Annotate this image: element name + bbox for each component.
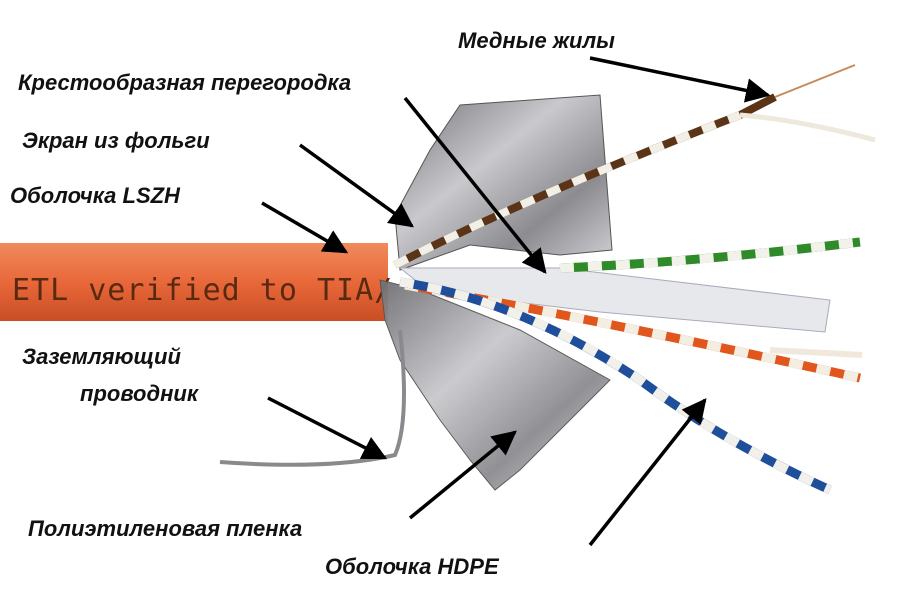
label-drain-wire-line1: Заземляющий: [22, 344, 181, 369]
cable-print: ETL verified to TIA/: [12, 273, 393, 308]
twisted-pair-blue: [399, 277, 832, 495]
arrow-drain-wire: [267, 396, 388, 460]
arrow-hdpe: [588, 398, 707, 547]
callout-arrows: [261, 56, 771, 547]
twisted-pair-green: [559, 237, 861, 273]
twisted-pair-brown: [393, 64, 876, 269]
foil-shield: [394, 94, 613, 271]
foil-shield-lower: [379, 279, 611, 491]
label-hdpe-insulation: Оболочка HDPE: [325, 554, 499, 579]
label-drain-wire-line2: проводник: [80, 381, 198, 406]
arrow-pe-film: [408, 430, 517, 520]
lszh-jacket: [0, 243, 388, 321]
arrow-foil-shield: [298, 143, 414, 228]
arrow-copper-wires: [589, 56, 771, 103]
label-copper-wires: Медные жилы: [458, 28, 615, 53]
label-cross-separator: Крестообразная перегородка: [18, 70, 352, 95]
drain-wire: [219, 329, 406, 467]
arrow-lszh-jacket: [261, 201, 349, 254]
label-pe-film: Полиэтиленовая пленка: [28, 516, 303, 541]
label-foil-shield: Экран из фольги: [22, 128, 210, 153]
label-lszh-jacket: Оболочка LSZH: [10, 183, 180, 208]
arrow-cross-separator: [403, 96, 547, 274]
